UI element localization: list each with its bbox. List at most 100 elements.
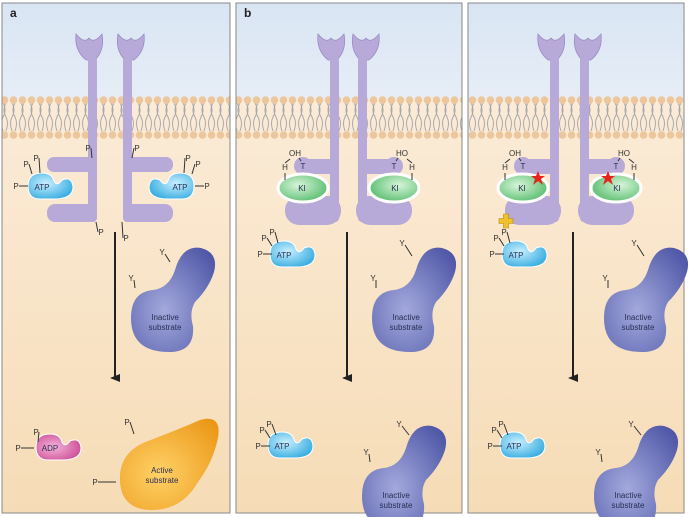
- inactive-label-line2: substrate: [622, 323, 655, 332]
- active-label-line2: substrate: [146, 476, 179, 485]
- receptor-monomer: [351, 33, 421, 225]
- tyrosine-label: Y: [159, 248, 165, 257]
- inactive-label-line2: substrate: [390, 323, 423, 332]
- phosphate-label: P: [13, 182, 18, 191]
- phosphate-label: P: [195, 160, 200, 169]
- threonine-label: T: [614, 162, 619, 171]
- cell-membrane: [468, 95, 684, 141]
- bond-line: [274, 231, 279, 244]
- bond-line: [504, 158, 511, 164]
- phosphate-group: P: [131, 144, 140, 159]
- atp-right: ATP: [148, 172, 195, 200]
- bond-line: [518, 157, 522, 162]
- atp: ATP: [501, 240, 548, 268]
- receptor-stalk: [550, 56, 559, 222]
- active-label-line1: Active: [151, 466, 173, 475]
- atp: ATP: [267, 431, 314, 459]
- phosphate-group: P: [501, 228, 511, 244]
- tyrosine-label: Y: [631, 239, 637, 248]
- atp-left-shape: [27, 172, 74, 200]
- phosphate-group: P: [255, 442, 270, 451]
- inactive-label-line1: Inactive: [151, 313, 179, 322]
- phosphate-label: P: [33, 428, 38, 437]
- bond-line: [129, 421, 135, 435]
- phosphate-group: P: [493, 234, 505, 247]
- adp-label: ADP: [42, 444, 58, 453]
- phosphate-group: P: [85, 144, 93, 159]
- atp-left-label: ATP: [35, 183, 50, 192]
- phosphate-group: P: [92, 478, 116, 487]
- phosphate-label: P: [491, 426, 496, 435]
- kinase-inhibitor-shape: [367, 172, 421, 204]
- hydroxyl-label: HO: [618, 149, 630, 158]
- inactive-substrate-shape: [604, 247, 689, 352]
- inactive-label-line2: substrate: [612, 501, 645, 510]
- hydroxyl-label: HO: [396, 149, 408, 158]
- receptor-stalk: [123, 56, 132, 222]
- phosphate-group: P: [33, 154, 41, 174]
- tyrosine-label: Y: [396, 420, 402, 429]
- tyrosine-group: Y: [363, 448, 371, 463]
- inactive-label-line1: Inactive: [614, 491, 642, 500]
- kinase-upper-lobe: [47, 157, 97, 172]
- atp-shape: [267, 431, 314, 459]
- kinase-inhibitor-shape: [589, 172, 643, 204]
- inactive-label-line1: Inactive: [392, 313, 420, 322]
- threonine-label: T: [392, 162, 397, 171]
- atp-shape: [269, 240, 316, 268]
- bond-line: [38, 157, 41, 174]
- tyrosine-label: Y: [602, 274, 608, 283]
- threonine-domain: [385, 157, 403, 175]
- phosphate-label: P: [498, 420, 503, 429]
- phosphate-label: P: [501, 228, 506, 237]
- phosphate-group: P: [23, 160, 33, 175]
- hydroxyl-label: OH: [289, 149, 301, 158]
- phosphate-group: P: [95, 221, 104, 237]
- atp-right-label: ATP: [173, 183, 188, 192]
- hydrogen-label: H: [502, 163, 508, 172]
- bond-line: [406, 158, 413, 164]
- phosphate-group: P: [195, 182, 210, 191]
- blocking-cross-icon: [498, 213, 514, 229]
- receptor-monomer: [116, 33, 173, 222]
- panel-label: b: [244, 6, 251, 20]
- phosphate-label: P: [259, 426, 264, 435]
- receptor-head: [351, 33, 380, 61]
- inactive-substrate-shape: [131, 247, 216, 352]
- bond-line: [496, 429, 503, 439]
- bond-line: [28, 163, 33, 175]
- inactive-label-line2: substrate: [149, 323, 182, 332]
- phosphate-label: P: [33, 154, 38, 163]
- atp: ATP: [499, 431, 546, 459]
- bond-line: [266, 237, 273, 247]
- atp-shape: [499, 431, 546, 459]
- panel-c: KITOHHKITHOHATPPPPInactivesubstrateYYATP…: [467, 2, 689, 517]
- receptor-stalk: [330, 56, 339, 222]
- kinase-upper-lobe: [123, 157, 173, 172]
- bond-line: [131, 147, 135, 159]
- phosphate-label: P: [255, 442, 260, 451]
- phosphate-group: P: [183, 154, 191, 174]
- receptor-monomer: [276, 33, 346, 225]
- mutation-star-icon: [531, 171, 545, 185]
- phosphate-group: P: [491, 426, 503, 439]
- kinase-inhibitor-shape: [276, 172, 330, 204]
- phosphate-group: P: [191, 160, 201, 175]
- tyrosine-label: Y: [595, 448, 601, 457]
- receptor-monomer: [47, 33, 104, 222]
- tyrosine-label: Y: [628, 420, 634, 429]
- inactive-substrate-2-shape: [362, 425, 447, 517]
- phosphate-label: P: [261, 234, 266, 243]
- tyrosine-label: Y: [370, 274, 376, 283]
- tyrosine-label: Y: [128, 274, 134, 283]
- bond-line: [498, 237, 505, 247]
- tyrosine-group: Y: [159, 248, 171, 263]
- phosphate-group: P: [121, 221, 129, 243]
- phosphate-label: P: [493, 234, 498, 243]
- threonine-label: T: [521, 162, 526, 171]
- bond-line: [395, 157, 399, 162]
- phosphate-group: P: [498, 420, 509, 436]
- phosphate-label: P: [15, 444, 20, 453]
